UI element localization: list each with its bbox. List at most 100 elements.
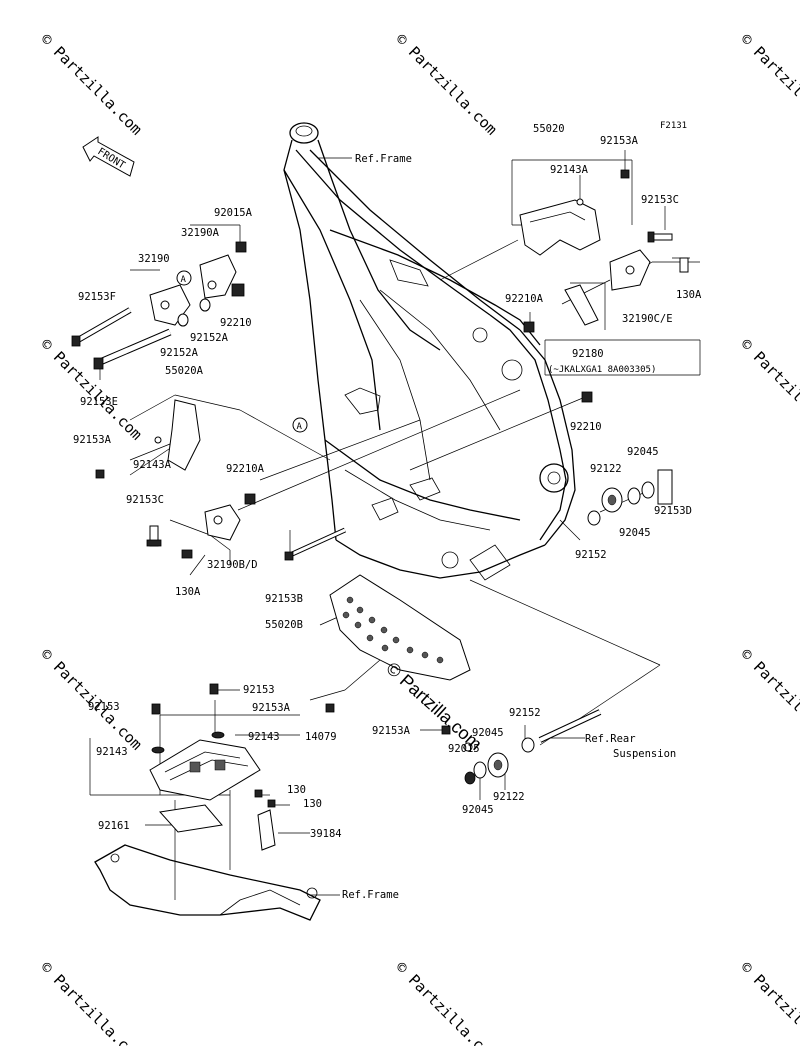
bolt-130-a [254,789,263,798]
label-92045: 92045 [462,804,494,816]
watermark: © Partzilla.com [37,645,146,754]
bracket-32190BD [204,504,241,541]
watermark: © Partzilla.com [737,335,800,444]
label-92152A: 92152A [160,347,199,359]
label-92153D: 92153D [654,505,692,517]
label-130: 130 [287,784,306,796]
bolt-92153A-left [95,469,105,479]
label-ref-frame-top: Ref.Frame [355,153,412,165]
label-92045: 92045 [619,527,651,539]
bracket-32190A [199,254,237,299]
plate-92180 [564,284,599,326]
label-92143A: 92143A [550,164,589,176]
label-92153A: 92153A [252,702,291,714]
label-32190CE: 32190C/E [622,313,673,325]
label-92153B: 92153B [265,593,303,605]
callout-A-2: A [292,417,308,433]
bracket-39184 [257,809,276,851]
bolt-92153E [93,328,172,370]
collar-92143A-top [576,198,584,206]
label-55020B: 55020B [265,619,303,631]
label-92143: 92143 [96,746,128,758]
svg-text:A: A [181,275,187,285]
pivot-shaft [538,709,602,743]
bolt-130A-left [181,549,193,559]
watermark: © Partzilla.com [392,30,501,139]
collar-92143-b [211,731,225,739]
bolt-92153-b [209,683,219,695]
label-39184: 39184 [310,828,342,840]
nut-92210-left [231,283,245,297]
bolt-130-b [267,799,276,808]
label-92153: 92153 [88,701,120,713]
label-32190: 32190 [138,253,170,265]
collar-92143A-left [154,436,162,444]
label-92180-note: (~JKALXGA1 8A003305) [548,365,656,375]
guard-55020A [167,399,201,471]
label-55020A: 55020A [165,365,204,377]
collar-92122-right [601,487,623,513]
label-55020: 55020 [533,123,565,135]
label-92122: 92122 [493,791,525,803]
part-labels: 55020 92153A 92143A 92153C 130A 32190C/E… [73,123,702,901]
label-92152A: 92152A [190,332,229,344]
label-14079: 14079 [305,731,337,743]
label-92153A: 92153A [600,135,639,147]
bolt-92153A-mid [325,703,335,713]
bolt-92153D [657,469,673,505]
label-92045: 92045 [627,446,659,458]
bolt-92015A [235,241,247,253]
figure-code: F2131 [660,121,687,131]
skid-plate-55020B [329,574,471,681]
label-32190BD: 32190B/D [207,559,258,571]
nut-92210A-right [523,321,535,333]
pad-92161 [159,804,223,833]
label-92210: 92210 [570,421,602,433]
label-92015A: 92015A [214,207,253,219]
label-92210: 92210 [220,317,252,329]
label-92153: 92153 [243,684,275,696]
label-suspension: Suspension [613,748,676,760]
bolt-92153A-top [620,169,630,179]
guard-55020 [519,199,601,256]
collar-92122-low [487,752,509,778]
bolt-92153-a [151,703,161,715]
label-92153A: 92153A [73,434,112,446]
collar-92152A [177,298,211,327]
bolt-92153A-low [441,725,451,735]
main-frame [283,122,576,581]
watermark: © Partzilla.com [392,958,501,1046]
label-92015: 92015 [448,743,480,755]
label-92153E: 92153E [80,396,118,408]
watermark: © Partzilla.com [737,645,800,754]
svg-text:A: A [297,422,303,432]
label-92143A: 92143A [133,459,172,471]
label-92153C: 92153C [126,494,164,506]
collar-92015 [463,742,473,752]
washer-92045-low [464,761,487,785]
label-32190A: 32190A [181,227,220,239]
label-92153C: 92153C [641,194,679,206]
washer-92152-low [521,737,535,753]
bolt-92153F [71,307,132,347]
cover-14079 [149,739,261,801]
label-130: 130 [303,798,322,810]
bolt-92153C-left [146,525,162,547]
watermark: © Partzilla.com [37,958,146,1046]
washer-92152-right [587,510,601,526]
bolt-130A-right [679,257,689,273]
bracket-32190CE [609,249,651,291]
label-92153F: 92153F [78,291,116,303]
callout-A-1: A [176,270,192,286]
watermark: © Partzilla.com [737,30,800,139]
label-92143: 92143 [248,731,280,743]
label-92210A: 92210A [226,463,265,475]
watermark: © Partzilla.com [37,30,146,139]
label-130A: 130A [175,586,201,598]
label-92152: 92152 [575,549,607,561]
watermark: © Partzilla.com [737,958,800,1046]
washer-92045-right [627,481,655,505]
label-92180: 92180 [572,348,604,360]
front-arrow-icon: FRONT [82,136,135,177]
